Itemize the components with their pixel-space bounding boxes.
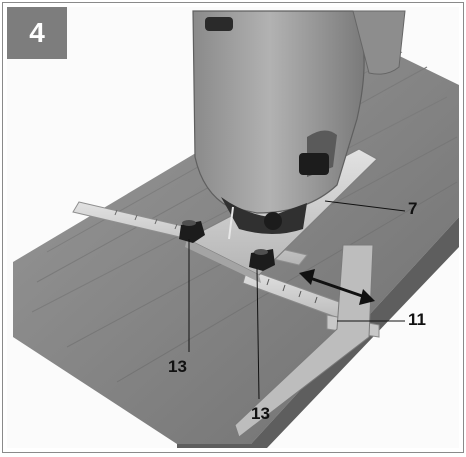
locking-knob-right: [249, 249, 275, 271]
jigsaw-illustration: [13, 10, 459, 448]
locking-knob-left: [179, 220, 205, 243]
jigsaw-body: [192, 10, 406, 240]
figure-number-badge: 4: [7, 7, 67, 59]
callout-11: 11: [408, 310, 426, 329]
callout-13-left: 13: [168, 357, 187, 376]
slide-arrow-icon: [299, 269, 375, 305]
callout-13-right: 13: [251, 404, 270, 423]
figure-frame: 4 7 11 13 13: [2, 2, 464, 453]
figure-photo: [7, 7, 459, 448]
callout-leaders: [188, 200, 406, 400]
guide-fence: [234, 244, 374, 438]
callout-7: 7: [408, 199, 418, 218]
